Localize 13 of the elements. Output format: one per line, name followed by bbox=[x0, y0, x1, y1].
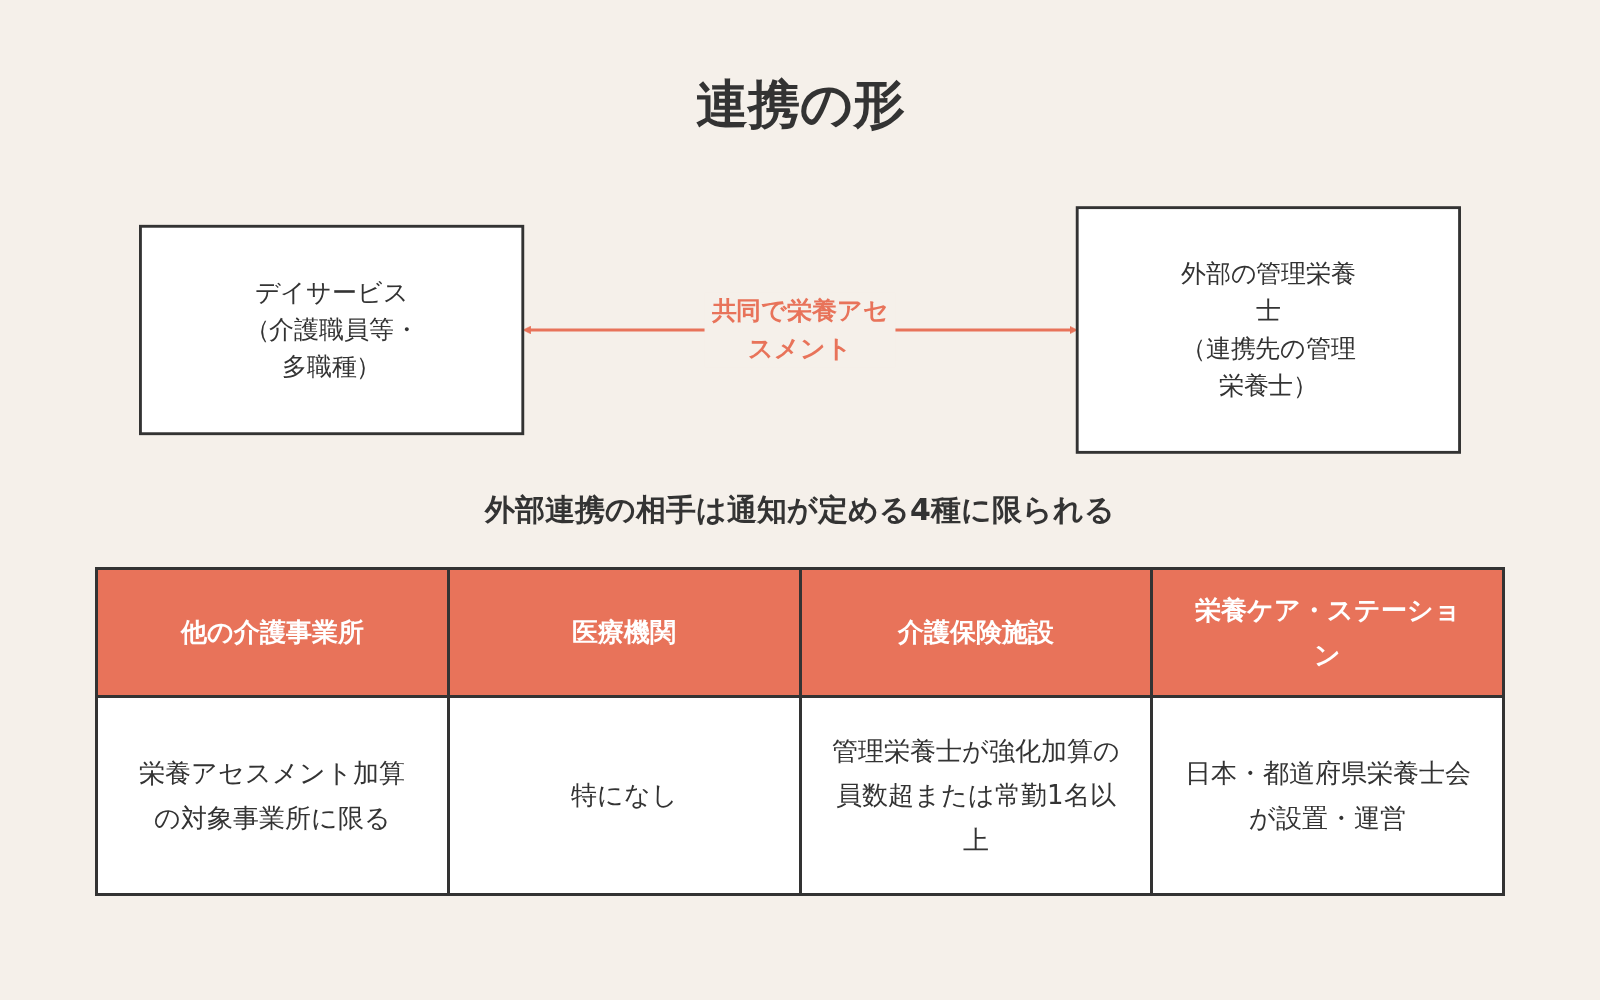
table-cell: 日本・都道府県栄養士会が設置・運営 bbox=[1151, 696, 1504, 895]
header-cell: 栄養ケア・ステーション bbox=[1151, 568, 1504, 697]
title: 連携の形 bbox=[694, 73, 906, 136]
table-cell: 管理栄養士が強化加算の員数超または常勤1名以上 bbox=[800, 696, 1152, 895]
header-cell: 医療機関 bbox=[448, 568, 800, 697]
subtitle: 外部連携の相手は通知が定める4種に限られる bbox=[483, 491, 1116, 529]
edge-label: 共同で栄養アセスメント bbox=[711, 296, 889, 363]
node-box: デイサービス （介護職員等・多職種） bbox=[139, 224, 525, 436]
header-cell: 他の介護事業所 bbox=[96, 568, 449, 697]
table-cell: 特になし bbox=[448, 696, 800, 895]
header-cell: 介護保険施設 bbox=[800, 568, 1152, 697]
node-box: 外部の管理栄養士 （連携先の管理栄養士） bbox=[1075, 206, 1461, 454]
table-cell: 栄養アセスメント加算の対象事業所に限る bbox=[96, 696, 449, 895]
